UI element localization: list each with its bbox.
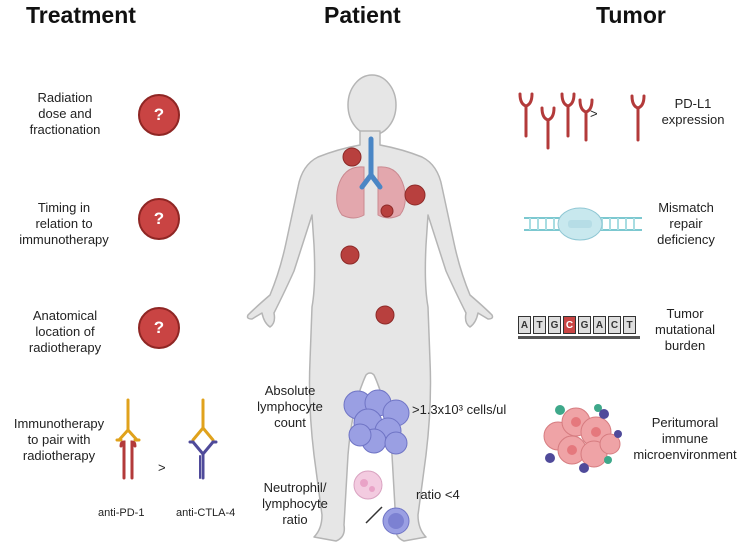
dna-base-box: A (518, 316, 531, 334)
dna-helix-icon (524, 207, 642, 241)
patient-heading: Patient (324, 2, 401, 28)
tumor-label-pd-l1: PD-L1 expression (661, 96, 725, 127)
anti-pd1-label: anti-PD-1 (98, 507, 145, 519)
dna-base-box: T (623, 316, 636, 334)
dna-base-box: A (593, 316, 606, 334)
treatment-heading: Treatment (26, 2, 136, 28)
dna-base-box: C (563, 316, 576, 334)
dna-base-box: C (608, 316, 621, 334)
treatment-label-timing: Timing in relation to immunotherapy (19, 200, 109, 247)
tumor-label-microenvironment: Peritumoral immune microenvironment (633, 415, 737, 462)
question-mark-icon: ? (138, 307, 180, 349)
tumor-label-mismatch-repair: Mismatch repair deficiency (657, 200, 715, 247)
anti-ctla4-antibody-icon (188, 398, 218, 480)
treatment-label-immunotherapy: Immunotherapy to pair with radiotherapy (13, 416, 105, 463)
question-mark-icon: ? (138, 198, 180, 240)
pd-l1-receptor-icon (518, 92, 646, 150)
anti-pd1-antibody-icon (115, 398, 141, 480)
trachea (359, 136, 383, 190)
tumor-label-mutational-burden: Tumor mutational burden (655, 306, 715, 353)
tumor-heading: Tumor (596, 2, 666, 28)
treatment-label-radiation-dose: Radiation dose and fractionation (29, 90, 101, 137)
neutrophil-cell (353, 470, 383, 500)
tumor-nodules (340, 147, 426, 325)
nlr-label: Neutrophil/ lymphocyte ratio (262, 480, 328, 527)
dna-base-box: G (548, 316, 561, 334)
dna-base-box: T (533, 316, 546, 334)
dna-base-box: G (578, 316, 591, 334)
anti-ctla4-label: anti-CTLA-4 (176, 507, 236, 519)
human-body-figure (246, 74, 494, 542)
alc-value: >1.3x10³ cells/ul (412, 402, 507, 417)
comparator-symbol: > (158, 460, 166, 475)
treatment-label-anatomical-location: Anatomical location of radiotherapy (28, 308, 102, 355)
question-mark-icon: ? (138, 94, 180, 136)
nlr-value: ratio <4 (416, 487, 460, 502)
pd-l1-comparator: > (590, 106, 598, 121)
lymphocyte-cluster (343, 389, 410, 455)
alc-label: Absolute lymphocyte count (257, 383, 323, 430)
tumor-cells-icon (543, 404, 622, 473)
